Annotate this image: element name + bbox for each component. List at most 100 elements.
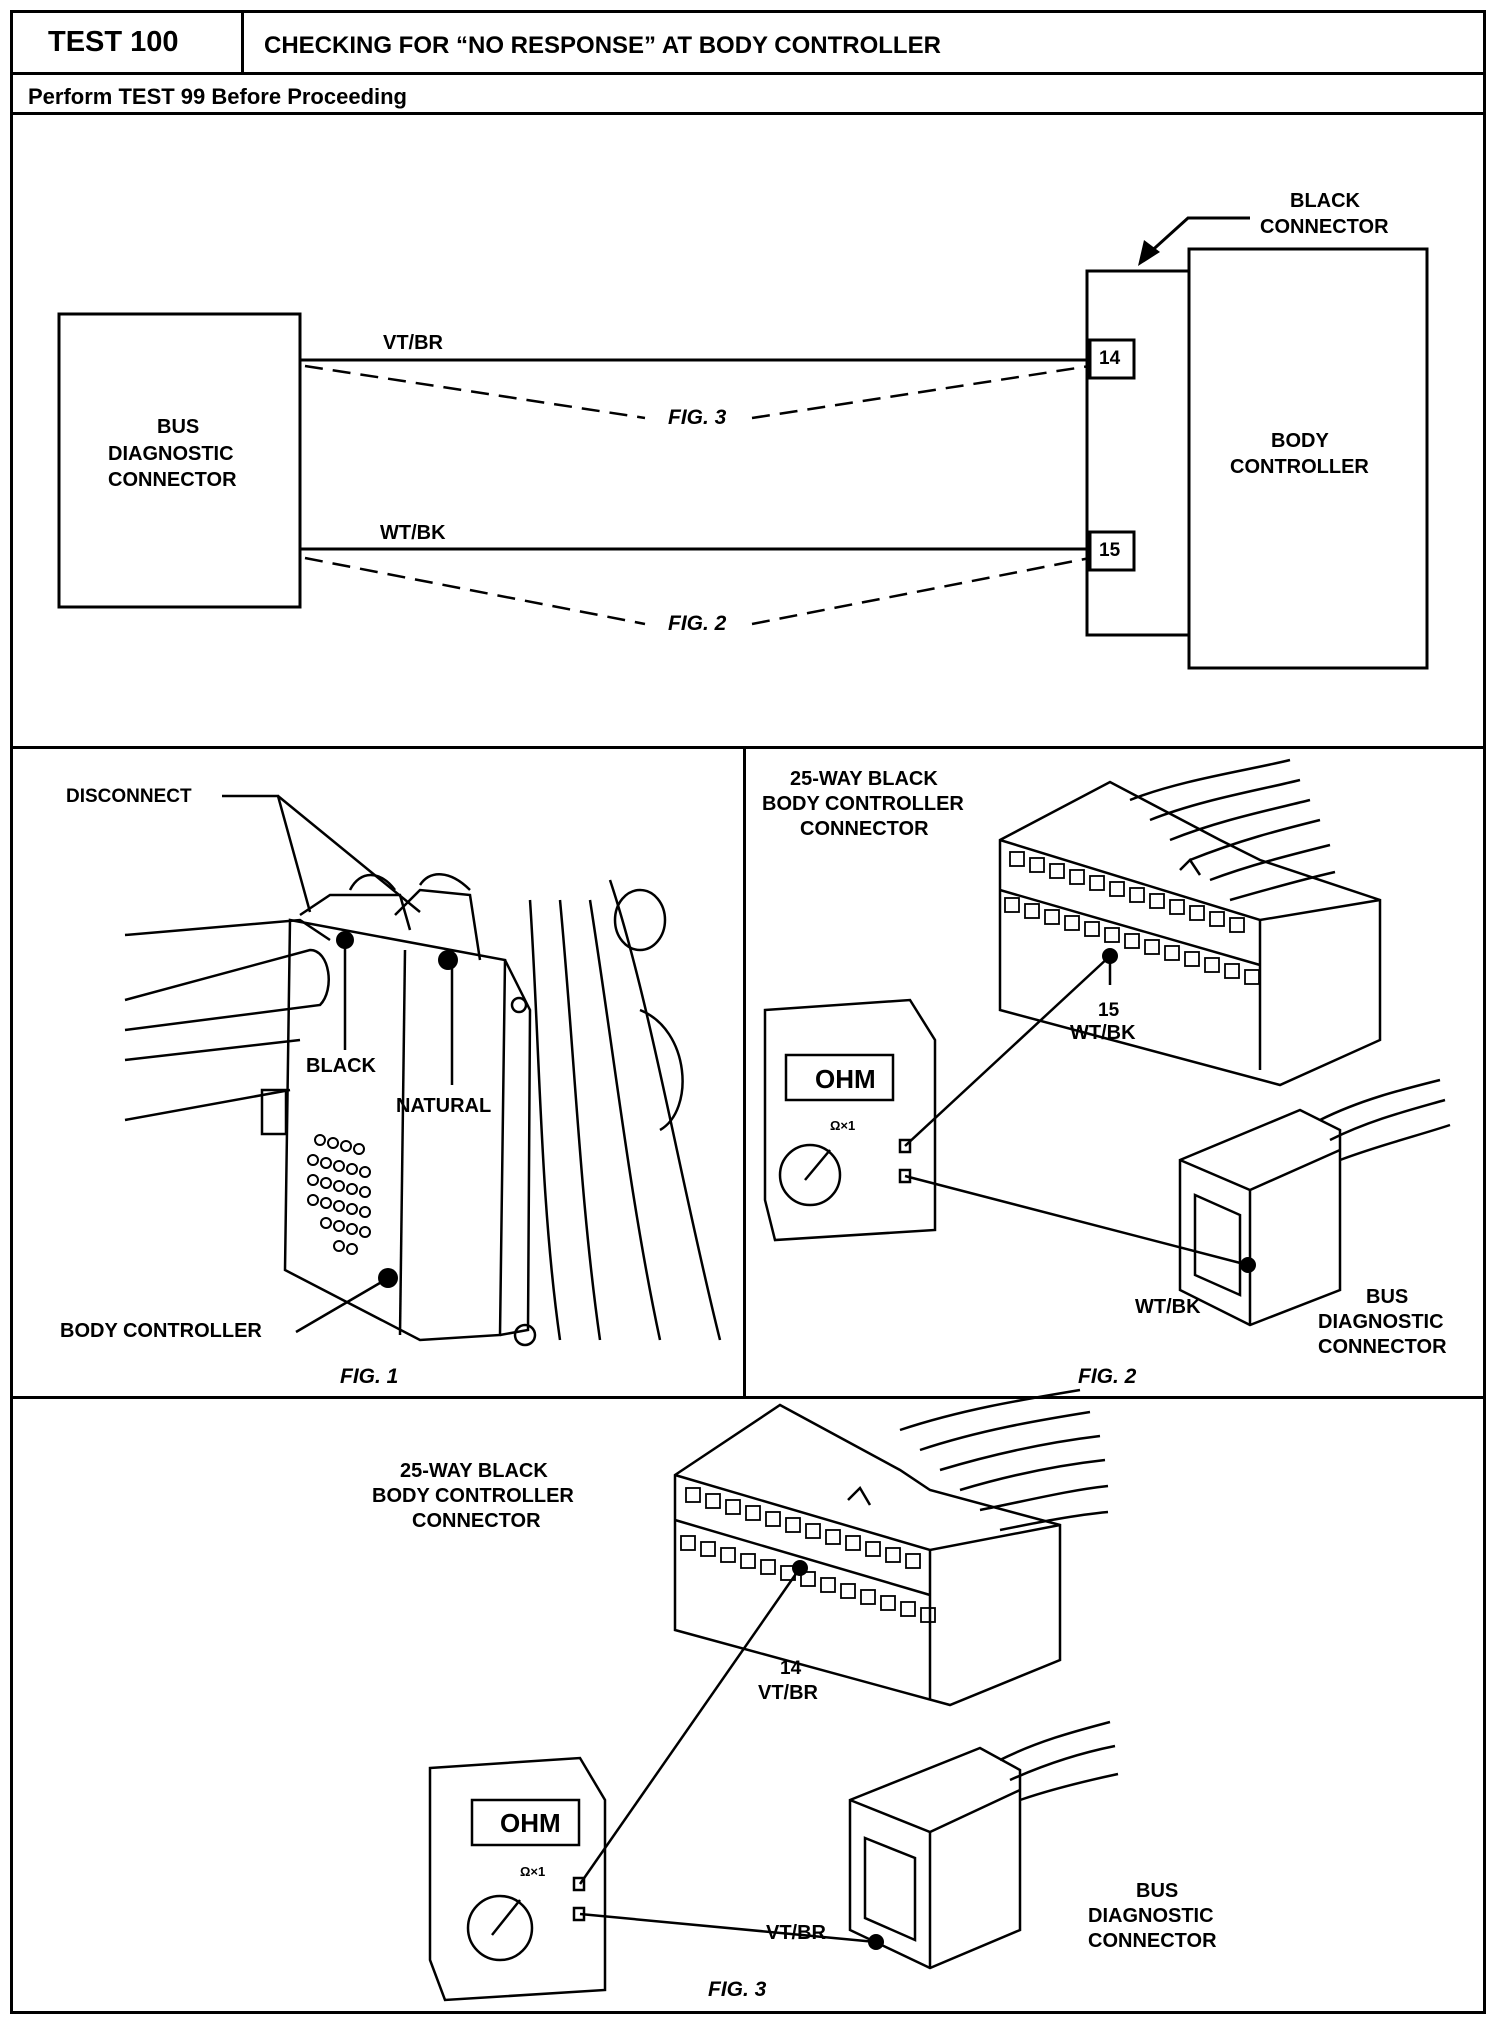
mount-bolt-top bbox=[510, 996, 528, 1014]
hand-shape bbox=[124, 948, 330, 1032]
header-bar bbox=[10, 10, 1486, 75]
bus-box-line3: CONNECTOR bbox=[108, 469, 237, 491]
harness-1 bbox=[528, 899, 562, 1341]
fig2-pin-cavities bbox=[1004, 851, 1260, 985]
fig3-meter-body bbox=[428, 1756, 607, 2002]
fig3-meter-knob bbox=[466, 1894, 534, 1962]
fig3-meter-range: Ω×1 bbox=[520, 1864, 546, 1879]
page-title: CHECKING FOR “NO RESPONSE” AT BODY CONTR… bbox=[264, 32, 941, 59]
natural-connector-dot bbox=[438, 950, 458, 970]
body-controller-box bbox=[1187, 247, 1429, 670]
fig1-body-controller-label: BODY CONTROLLER bbox=[60, 1320, 262, 1342]
section-divider-1 bbox=[10, 746, 1486, 749]
section-divider-2 bbox=[10, 1396, 1486, 1399]
dash-panel-edge bbox=[124, 918, 331, 942]
fig1-black-label: BLACK bbox=[306, 1055, 376, 1077]
harness-3 bbox=[588, 899, 662, 1341]
dash-fig2-right bbox=[751, 556, 1091, 626]
fig2-caption: FIG. 2 bbox=[1078, 1365, 1137, 1388]
bus-box-line2: DIAGNOSTIC bbox=[108, 443, 234, 465]
fig2-lead-1 bbox=[904, 955, 1111, 1147]
fig3-pin14-dot bbox=[792, 1560, 808, 1576]
fig2-meter-range: Ω×1 bbox=[830, 1118, 856, 1133]
dash-fig2-label: FIG. 2 bbox=[668, 612, 727, 635]
harness-2 bbox=[558, 899, 602, 1341]
wire-wt-bk-label: WT/BK bbox=[380, 522, 446, 544]
mount-bolt-bottom bbox=[513, 1323, 537, 1347]
fig2-meter-jack2 bbox=[898, 1168, 912, 1184]
dash-fig3-left bbox=[304, 364, 646, 420]
connector-label-line1: BLACK bbox=[1290, 190, 1360, 212]
fig2-bus-wire-label: WT/BK bbox=[1135, 1296, 1201, 1318]
fig2-connector-line3: CONNECTOR bbox=[800, 818, 929, 840]
fig1-fig2-divider bbox=[743, 746, 746, 1397]
fig3-meter-jack1 bbox=[572, 1876, 586, 1892]
fig1-caption: FIG. 1 bbox=[340, 1365, 399, 1388]
bus-diagnostic-box bbox=[57, 312, 302, 609]
subtitle-divider bbox=[10, 112, 1486, 115]
fig3-lead-2 bbox=[579, 1912, 877, 1944]
connector-arrow-line bbox=[1144, 216, 1250, 258]
page-subtitle: Perform TEST 99 Before Proceeding bbox=[28, 84, 407, 109]
black-connector-dot bbox=[336, 931, 354, 949]
fig2-meter-display bbox=[784, 1053, 895, 1102]
fig3-lead-1 bbox=[578, 1567, 802, 1885]
fig3-meter-display bbox=[470, 1798, 581, 1847]
fig1-natural-label: NATURAL bbox=[396, 1095, 492, 1117]
fig2-connector-line2: BODY CONTROLLER bbox=[762, 793, 964, 815]
fig2-lead-2 bbox=[904, 1174, 1249, 1267]
fig2-pin15-dot bbox=[1102, 948, 1118, 964]
fig3-connector-line3: CONNECTOR bbox=[412, 1510, 541, 1532]
housing-seam bbox=[398, 949, 407, 1336]
dash-fig3-right bbox=[751, 364, 1091, 420]
dash-fig2-left bbox=[304, 556, 646, 626]
fig2-pin-wire-label: WT/BK bbox=[1070, 1022, 1136, 1044]
fig3-connector-line2: BODY CONTROLLER bbox=[372, 1485, 574, 1507]
fig2-meter-text: OHM bbox=[815, 1064, 876, 1094]
dash-panel-lower bbox=[124, 1038, 301, 1062]
header-separator bbox=[241, 10, 244, 75]
fig3-bus-wire-label: VT/BR bbox=[766, 1922, 826, 1944]
harness-4 bbox=[608, 879, 722, 1341]
fig3-connector-line1: 25-WAY BLACK bbox=[400, 1460, 548, 1482]
fig3-bus-line2: DIAGNOSTIC bbox=[1088, 1905, 1214, 1927]
fig2-meter-jack1 bbox=[898, 1138, 912, 1154]
disconnect-leader-2 bbox=[277, 795, 421, 913]
fig3-bus-connector bbox=[848, 1746, 1022, 1970]
fig2-pin-label: 15 bbox=[1098, 1000, 1120, 1021]
black-connector-shell bbox=[1085, 269, 1189, 637]
fig3-bus-line1: BUS bbox=[1136, 1880, 1179, 1902]
fig3-pin-wire-label: VT/BR bbox=[758, 1682, 818, 1704]
fig2-bus-dot bbox=[1240, 1257, 1256, 1273]
wire-vt-br-label: VT/BR bbox=[383, 332, 443, 354]
clip bbox=[260, 1088, 288, 1136]
fig3-meter-text: OHM bbox=[500, 1808, 561, 1838]
fig2-meter-body bbox=[763, 998, 937, 1242]
wire-loom-1 bbox=[348, 873, 396, 891]
fig2-bus-line1: BUS bbox=[1366, 1286, 1409, 1308]
body-box-line1: BODY bbox=[1271, 430, 1329, 452]
connector-label-line2: CONNECTOR bbox=[1260, 216, 1389, 238]
fig2-connector-line1: 25-WAY BLACK bbox=[790, 768, 938, 790]
pin-14-label: 14 bbox=[1099, 348, 1121, 369]
fig2-meter-knob bbox=[778, 1143, 842, 1207]
pin-15-label: 15 bbox=[1099, 540, 1121, 561]
fig3-caption: FIG. 3 bbox=[708, 1978, 767, 2001]
fig2-bus-line3: CONNECTOR bbox=[1318, 1336, 1447, 1358]
body-controller-leader bbox=[295, 1278, 386, 1334]
fig3-pin-label: 14 bbox=[780, 1658, 802, 1679]
housing-side bbox=[499, 959, 532, 1337]
fig1-disconnect-label: DISCONNECT bbox=[66, 786, 192, 807]
fig2-bus-line2: DIAGNOSTIC bbox=[1318, 1311, 1444, 1333]
wire-loom-2 bbox=[418, 873, 471, 891]
fig3-pin-cavities bbox=[680, 1487, 936, 1623]
body-controller-housing bbox=[283, 918, 507, 1342]
bus-box-line1: BUS bbox=[157, 416, 200, 438]
pin-15-box bbox=[1088, 530, 1136, 572]
fig2-bus-connector bbox=[1178, 1108, 1342, 1327]
fig3-connector-body bbox=[673, 1403, 1062, 1707]
